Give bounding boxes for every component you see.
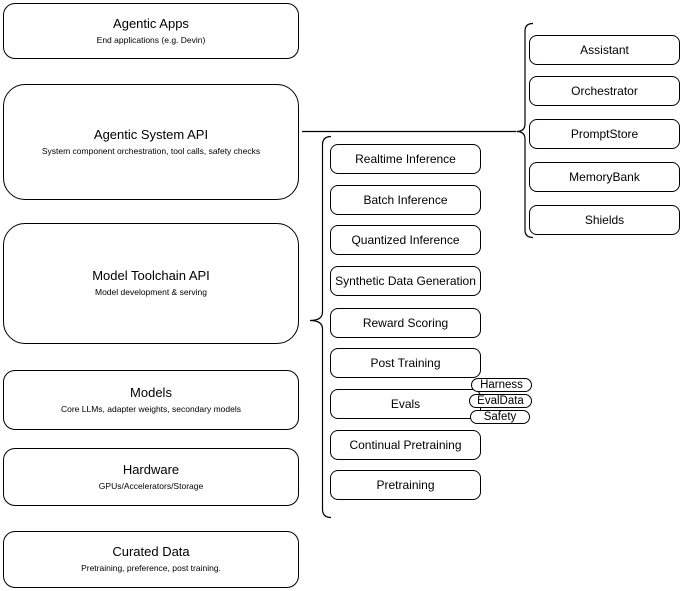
badge-evaldata: EvalData: [469, 394, 532, 408]
node-label: Pretraining: [376, 478, 435, 492]
badge-label: Safety: [483, 411, 517, 423]
node-orchestrator: Orchestrator: [529, 76, 680, 106]
badge-safety: Safety: [470, 410, 530, 424]
node-promptstore: PromptStore: [529, 119, 680, 149]
node-memorybank: MemoryBank: [529, 162, 680, 192]
node-continual-pretraining: Continual Pretraining: [330, 430, 481, 460]
node-models: Models Core LLMs, adapter weights, secon…: [3, 370, 299, 430]
node-title: Hardware: [122, 461, 180, 477]
node-reward-scoring: Reward Scoring: [330, 308, 481, 338]
node-batch-inference: Batch Inference: [330, 185, 481, 215]
node-label: MemoryBank: [569, 170, 640, 184]
node-label: Continual Pretraining: [349, 438, 462, 452]
node-label: Orchestrator: [571, 84, 638, 98]
badge-harness: Harness: [471, 378, 532, 392]
node-subtitle: Core LLMs, adapter weights, secondary mo…: [60, 403, 241, 414]
node-hardware: Hardware GPUs/Accelerators/Storage: [3, 448, 299, 506]
node-label: Batch Inference: [363, 193, 448, 207]
node-label: Realtime Inference: [355, 152, 456, 166]
badge-label: Harness: [480, 379, 523, 391]
node-label: Synthetic Data Generation: [335, 274, 476, 288]
node-title: Model Toolchain API: [92, 268, 210, 283]
badge-label: EvalData: [477, 395, 524, 407]
node-subtitle: GPUs/Accelerators/Storage: [98, 480, 204, 491]
node-title: Curated Data: [112, 544, 190, 559]
node-evals: Evals: [330, 389, 481, 419]
node-label: Reward Scoring: [362, 316, 449, 330]
node-label: Assistant: [580, 43, 629, 57]
node-label: Quantized Inference: [351, 233, 460, 247]
node-subtitle: Model development & serving: [95, 287, 207, 297]
node-model-toolchain-api: Model Toolchain API Model development & …: [3, 223, 299, 344]
node-pretraining: Pretraining: [330, 470, 481, 500]
node-shields: Shields: [529, 205, 680, 235]
node-synthetic-data-generation: Synthetic Data Generation: [330, 266, 481, 296]
node-subtitle: End applications (e.g. Devin): [96, 34, 206, 45]
middle-group-brace: [309, 135, 332, 519]
node-subtitle: Pretraining, preference, post training.: [81, 563, 221, 573]
node-title: Agentic System API: [93, 126, 209, 142]
node-agentic-apps: Agentic Apps End applications (e.g. Devi…: [3, 3, 299, 59]
node-label: Evals: [390, 397, 421, 411]
node-title: Models: [130, 384, 172, 400]
node-title: Agentic Apps: [113, 15, 189, 31]
node-realtime-inference: Realtime Inference: [330, 144, 481, 174]
node-post-training: Post Training: [330, 348, 481, 378]
node-curated-data: Curated Data Pretraining, preference, po…: [3, 531, 299, 588]
node-label: Post Training: [370, 356, 441, 370]
node-agentic-system-api: Agentic System API System component orch…: [3, 84, 299, 200]
node-label: Shields: [584, 213, 625, 227]
node-quantized-inference: Quantized Inference: [330, 225, 481, 255]
node-label: PromptStore: [570, 127, 639, 141]
node-subtitle: System component orchestration, tool cal…: [41, 145, 261, 156]
node-assistant: Assistant: [529, 35, 680, 65]
